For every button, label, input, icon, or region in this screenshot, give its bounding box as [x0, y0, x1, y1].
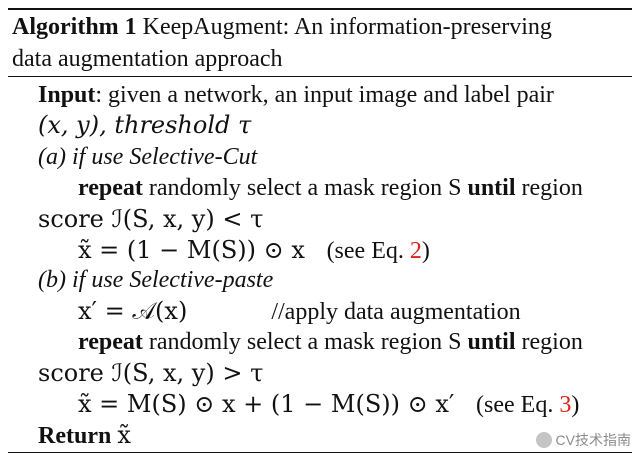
algorithm-title: KeepAugment: An information-preserving [142, 14, 552, 40]
b-augment-comment: //apply data augmentation [271, 299, 521, 325]
bottom-rule [8, 452, 632, 453]
algorithm-caption-line1: Algorithm 1 KeepAugment: An information-… [12, 12, 552, 42]
input-text: : given a network, an input image and la… [95, 82, 554, 108]
a-score-line: score ℐ(S, x, y) < τ [38, 204, 263, 234]
a-eq-ref: (see Eq. 2) [327, 238, 430, 264]
eq-ref-link[interactable]: 2 [409, 238, 422, 264]
a-repeat-text: randomly select a mask region S [142, 175, 468, 201]
eq-ref-suffix: ) [571, 392, 580, 418]
until-keyword: until [467, 329, 516, 355]
watermark: CV技术指南 [535, 430, 631, 450]
return-line: Return x̃ [38, 420, 131, 451]
b-eq-line: x̃ = M(S) ⊙ x + (1 − M(S)) ⊙ x′ (see Eq.… [78, 389, 579, 420]
return-value: x̃ [117, 421, 131, 449]
algorithm-caption-line2: data augmentation approach [12, 44, 283, 74]
b-region-text: region [515, 329, 583, 355]
a-equation: x̃ = (1 − M(S)) ⊙ x [78, 236, 305, 264]
b-equation: x̃ = M(S) ⊙ x + (1 − M(S)) ⊙ x′ [78, 390, 455, 418]
wechat-icon [535, 432, 552, 448]
b-repeat-text: randomly select a mask region S [142, 329, 468, 355]
input-keyword: Input [38, 82, 96, 108]
a-score-text: score ℐ(S, x, y) < τ [38, 205, 264, 233]
eq-ref-prefix: (see Eq. [326, 238, 410, 264]
top-rule [8, 8, 632, 10]
algorithm-title-cont: data augmentation approach [12, 46, 283, 72]
b-score-line: score ℐ(S, x, y) > τ [38, 358, 263, 388]
section-b-header: (b) if use Selective-paste [38, 265, 273, 295]
repeat-keyword: repeat [78, 175, 143, 201]
b-repeat-line: repeat randomly select a mask region S u… [78, 327, 583, 357]
return-keyword: Return [38, 423, 112, 449]
b-score-text: score ℐ(S, x, y) > τ [38, 359, 264, 387]
section-a-title: (a) if use Selective-Cut [38, 144, 258, 170]
input-text2: (x, y), threshold τ [38, 111, 252, 139]
algorithm-label: Algorithm 1 [12, 14, 137, 40]
repeat-keyword: repeat [78, 329, 143, 355]
a-repeat-line: repeat randomly select a mask region S u… [78, 173, 583, 203]
a-region-text: region [515, 175, 583, 201]
section-a-header: (a) if use Selective-Cut [38, 142, 257, 172]
watermark-text: CV技术指南 [555, 432, 631, 448]
eq-ref-suffix: ) [421, 238, 430, 264]
eq-ref-prefix: (see Eq. [476, 392, 560, 418]
caption-rule [8, 76, 632, 77]
until-keyword: until [467, 175, 516, 201]
b-eq-ref: (see Eq. 3) [476, 392, 579, 418]
eq-ref-link[interactable]: 3 [559, 392, 572, 418]
b-augment-line: x′ = 𝒜(x) //apply data augmentation [78, 296, 521, 327]
input-line: Input: given a network, an input image a… [38, 80, 554, 110]
section-b-title: (b) if use Selective-paste [38, 267, 274, 293]
a-eq-line: x̃ = (1 − M(S)) ⊙ x (see Eq. 2) [78, 235, 430, 266]
b-augment-expr: x′ = 𝒜(x) [78, 297, 188, 325]
input-line2: (x, y), threshold τ [38, 110, 251, 140]
